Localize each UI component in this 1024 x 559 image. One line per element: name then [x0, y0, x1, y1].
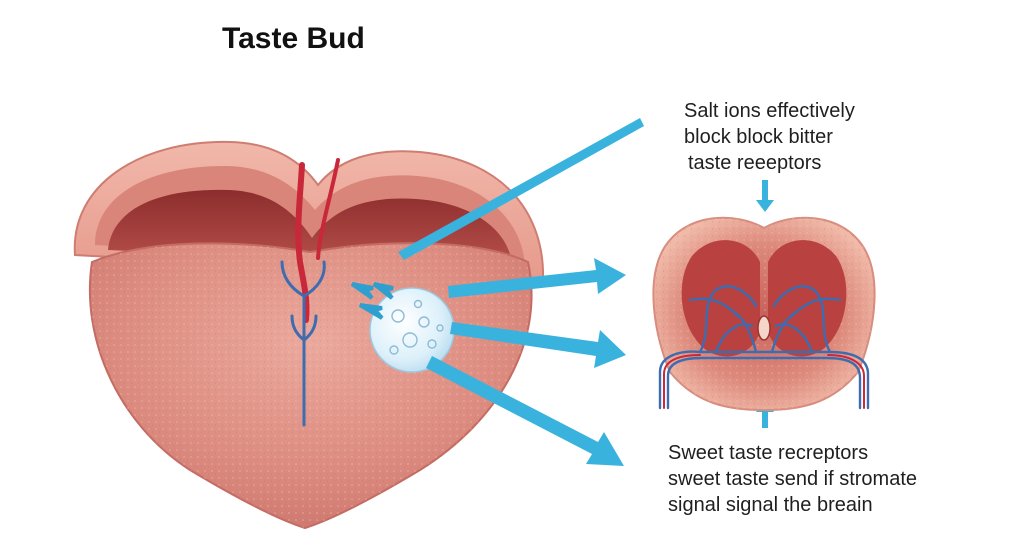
- bud-pore: [757, 315, 771, 341]
- bud-lobe-right: [768, 240, 847, 357]
- vessel-highlight: [316, 158, 340, 260]
- arrow-down-small: [756, 180, 774, 212]
- salt-callout-line-3: taste reeeptors: [688, 152, 822, 174]
- sweet-callout-line-1: Sweet taste recreptors: [668, 442, 869, 464]
- salt-callout-line-1: Salt ions effectively: [684, 100, 855, 122]
- tongue-nerve: [280, 260, 326, 427]
- arrow-to-bud-upper: [448, 258, 626, 298]
- ion-arrows: [350, 282, 394, 320]
- callout-arrows: [398, 118, 774, 466]
- arrow-to-sweet: [426, 356, 624, 466]
- sweet-callout-line-2: sweet taste send if stromate: [668, 468, 918, 490]
- sweet-callout-line-3: signal signal the breain: [668, 494, 873, 516]
- arrow-to-bud-lower: [450, 322, 626, 368]
- bud-nerve-network: [658, 285, 870, 410]
- saliva-droplet: [369, 287, 455, 373]
- taste-bud-cross-section: [652, 216, 876, 412]
- salt-callout-line-2: block block bitter: [684, 126, 833, 148]
- salt-pointer-line: [398, 118, 644, 260]
- diagram-title: Taste Bud: [222, 22, 365, 55]
- bud-vessels: [663, 354, 865, 409]
- median-vessel: [295, 162, 310, 323]
- bud-lobe-left: [681, 240, 760, 357]
